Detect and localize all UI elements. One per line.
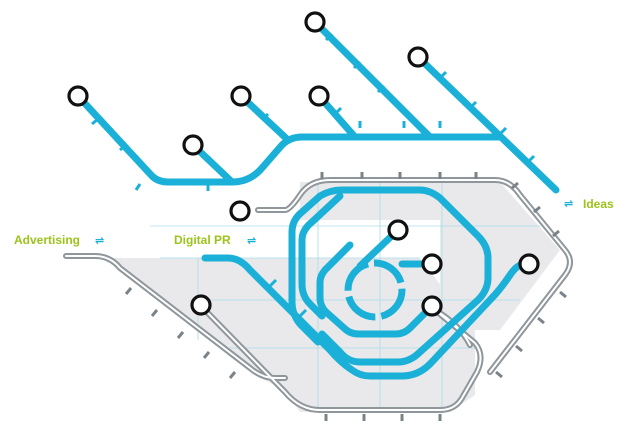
line-inner-loop: [298, 192, 344, 320]
national-rail-icon: ⇌: [247, 234, 257, 247]
line-inner-square: [316, 241, 436, 338]
track-inner-rail: [199, 304, 482, 411]
line-ideas: [414, 53, 560, 194]
track-inner-rail: [65, 255, 286, 379]
national-rail-icon: ⇌: [564, 197, 574, 210]
station-icon[interactable]: [229, 200, 251, 222]
line-ticks: [91, 32, 536, 318]
station-icon[interactable]: [190, 294, 212, 316]
label-digital-pr: Digital PR: [174, 233, 231, 247]
line-digital-pr: [201, 254, 532, 380]
station-icon[interactable]: [304, 11, 326, 33]
label-advertising: Advertising: [14, 233, 81, 247]
station-icon[interactable]: [407, 46, 429, 68]
station-icon[interactable]: [308, 85, 330, 107]
station-icon[interactable]: [182, 134, 204, 156]
label-ideas: Ideas: [583, 197, 614, 211]
station-icon[interactable]: [518, 253, 540, 275]
station-icon[interactable]: [230, 85, 252, 107]
line-spiral: [288, 186, 492, 366]
stations: [67, 11, 540, 317]
track-inner-rail: [257, 179, 571, 373]
line-branch-4: [311, 18, 434, 141]
track-ties: [124, 172, 567, 421]
station-icon[interactable]: [67, 85, 89, 107]
national-rail-icon: ⇌: [95, 234, 105, 247]
station-icon[interactable]: [387, 219, 409, 241]
station-icon[interactable]: [421, 295, 443, 317]
central-ring: [344, 259, 406, 321]
station-icon[interactable]: [421, 253, 443, 275]
